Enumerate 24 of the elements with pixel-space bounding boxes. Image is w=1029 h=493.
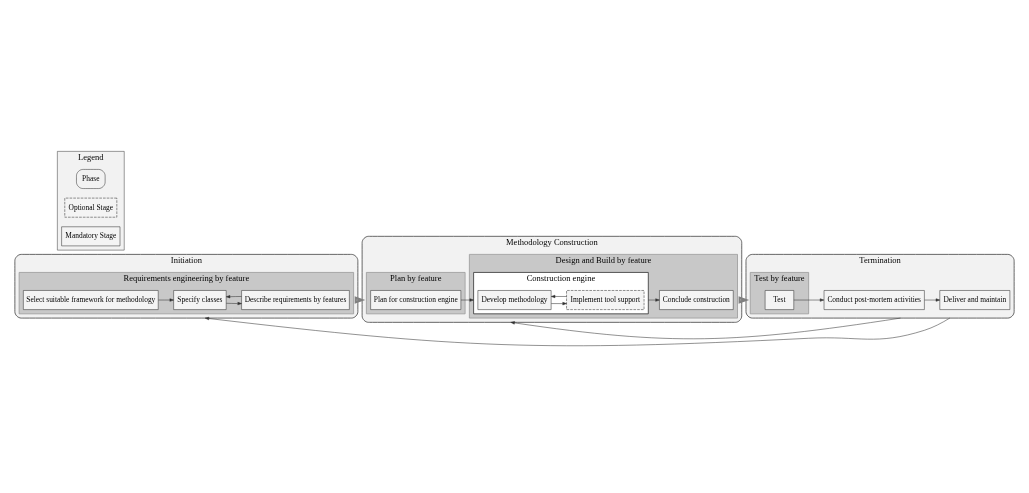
node-box: Develop methodology bbox=[477, 290, 552, 310]
arrow bbox=[204, 316, 951, 346]
arrow bbox=[551, 302, 567, 306]
arrow bbox=[510, 317, 901, 339]
node-box: Test bbox=[764, 290, 795, 310]
arrow bbox=[924, 298, 941, 302]
node-box: Conduct post-mortem activities bbox=[823, 290, 925, 310]
arrow bbox=[226, 295, 242, 299]
arrow bbox=[460, 298, 474, 302]
node-box: Specify classes bbox=[173, 290, 227, 310]
node-box: Phase bbox=[76, 169, 106, 189]
node-box: Plan for construction engine bbox=[370, 290, 462, 310]
arrow bbox=[648, 298, 660, 302]
node-box: Deliver and maintain bbox=[939, 290, 1011, 310]
node-box: Implement tool support bbox=[566, 290, 645, 310]
node-box: Select suitable framework for methodology bbox=[23, 290, 159, 310]
node-box: Mandatory Stage bbox=[61, 226, 121, 247]
arrow bbox=[226, 302, 242, 306]
node-box: Describe requirements by features bbox=[241, 290, 350, 310]
node-box: Optional Stage bbox=[64, 197, 118, 218]
arrow bbox=[158, 298, 174, 302]
arrow bbox=[793, 298, 825, 302]
arrow bbox=[551, 294, 567, 299]
node-box: Conclude construction bbox=[659, 290, 734, 310]
